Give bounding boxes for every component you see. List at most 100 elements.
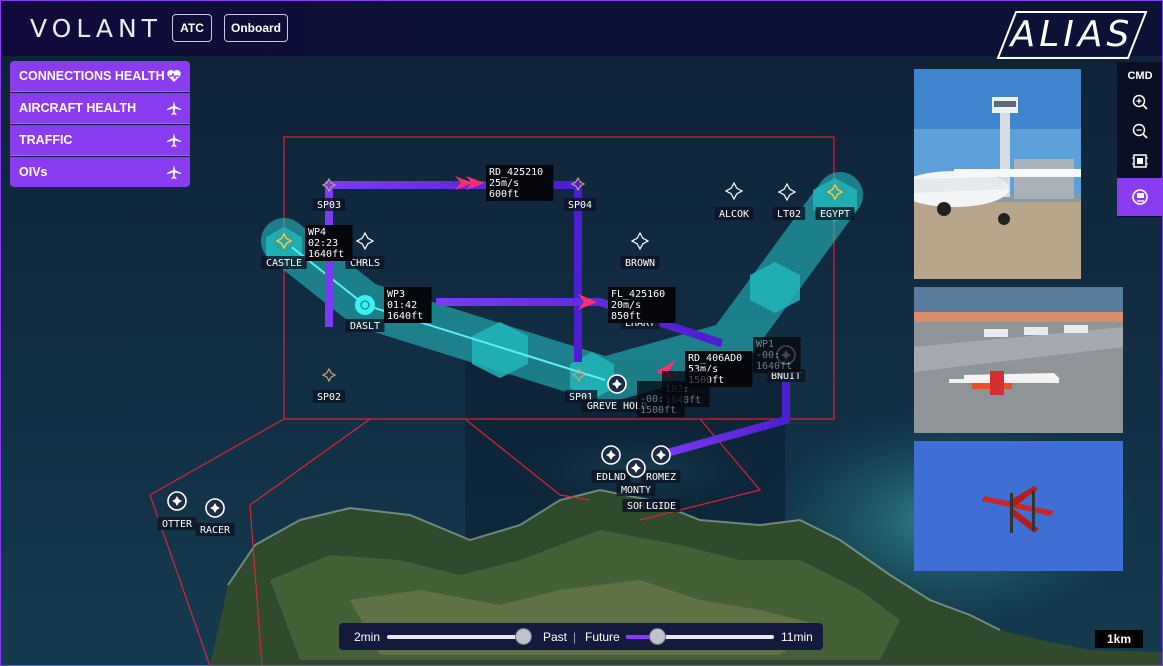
top-bar: VOLANT ATC Onboard ALIAS (0, 0, 1163, 59)
past-duration: 2min (354, 630, 381, 644)
waypoint-daslt[interactable]: DASLT (345, 295, 385, 332)
info-tag-line: 1500ft (640, 405, 676, 416)
info-tag-line: WP3 (387, 289, 405, 300)
menu-item-label: AIRCRAFT HEALTH (19, 101, 137, 115)
waypoint-label: CASTLE (266, 258, 302, 269)
label-layer: KRD_42521025m/s600ftFL_42516020m/s850ftR… (305, 165, 801, 417)
camera-feed-aircraft-parked[interactable] (914, 69, 1081, 279)
waypoint-monty[interactable]: MONTY (616, 458, 656, 496)
waypoint-label-bg (641, 499, 681, 512)
waypoint-greve-hold[interactable]: GREVE HOLD (581, 374, 653, 412)
waypoint-star-icon (570, 176, 586, 192)
aircraft-parked-image (914, 69, 1081, 279)
waypoint-label-bg (261, 256, 307, 269)
future-track-fill (626, 635, 656, 639)
future-slider-handle[interactable] (649, 628, 666, 645)
waypoint-lgide[interactable]: LGIDE (641, 499, 681, 512)
waypoint-racer[interactable]: RACER (195, 498, 235, 536)
waypoint-edlnd[interactable]: EDLND (591, 445, 631, 483)
info-tag-line: RD_406AD0 (688, 353, 742, 364)
waypoint-label: ALCOK (719, 209, 749, 220)
waypoint-sp03[interactable]: SP03 (312, 177, 346, 211)
alias-logo-frame (996, 11, 1148, 59)
future-label: Future (585, 630, 620, 644)
aircraft-flight-image (914, 441, 1123, 571)
info-tag-bg (305, 225, 353, 261)
info-tag-wpx[interactable]: -00:1500ft (637, 381, 685, 417)
waypoint-star-icon (210, 503, 220, 513)
waypoint-label-bg (641, 470, 681, 483)
waypoint-label: EGYPT (820, 209, 850, 220)
aircraft-marker[interactable] (455, 176, 484, 190)
waypoint-label: BNUIT (771, 371, 801, 382)
zoom-in-button[interactable] (1122, 89, 1158, 117)
waypoint-otter[interactable]: OTTER (157, 491, 197, 530)
info-tag-line: 02:23 (308, 238, 338, 249)
camera-feed-aircraft-runway[interactable] (914, 287, 1123, 433)
waypoint-label: EDLND (596, 472, 626, 483)
menu-item-label: CONNECTIONS HEALTH (19, 69, 165, 83)
layers-icon (1132, 189, 1148, 205)
camera-feed-aircraft-flight[interactable] (914, 441, 1123, 571)
waypoint-chrls[interactable]: CHRLS (345, 231, 385, 269)
airplane-icon (167, 165, 181, 179)
waypoint-label-bg (312, 198, 346, 211)
menu-item-oivs[interactable]: OIVs (10, 157, 190, 187)
alias-logo: ALIAS (996, 10, 1148, 60)
info-tag-line: WP4 (308, 227, 326, 238)
waypoint-label-bg (620, 256, 660, 269)
waypoint-sp02[interactable]: SP02 (312, 367, 346, 403)
airplane-icon (167, 133, 181, 147)
waypoint-label-bg (345, 256, 385, 269)
waypoint-star-icon (631, 463, 641, 473)
info-tag-line: 850ft (611, 311, 641, 322)
menu-item-label: OIVs (19, 165, 48, 179)
waypoint-label-bg (345, 319, 385, 332)
airplane-icon (167, 101, 181, 115)
atc-button[interactable]: ATC (172, 14, 212, 42)
waypoint-label-bg (195, 523, 235, 536)
zoom-out-button[interactable] (1122, 118, 1158, 146)
info-tag-bg (608, 287, 676, 323)
future-track[interactable] (626, 635, 774, 639)
zoom-out-icon (1132, 123, 1148, 139)
waypoint-label: DASLT (350, 321, 380, 332)
info-tag-line: 600ft (489, 189, 519, 200)
layers-button[interactable] (1117, 178, 1163, 216)
onboard-button[interactable]: Onboard (224, 14, 288, 42)
waypoint-alcok[interactable]: ALCOK (714, 181, 754, 220)
alias-logo-text: ALIAS (1010, 14, 1134, 55)
waypoint-brown[interactable]: BROWN (620, 231, 660, 269)
aircraft-runway-image (914, 287, 1123, 433)
waypoint-label: GREVE HOLD (587, 401, 647, 412)
waypoint-egypt[interactable]: EGYPT (815, 182, 855, 220)
waypoint-label-bg (772, 207, 806, 220)
waypoint-label: LT02 (777, 209, 801, 220)
waypoint-castle[interactable]: CASTLE (261, 231, 307, 269)
waypoint-label-bg (714, 207, 754, 220)
waypoint-label-bg (563, 198, 597, 211)
waypoint-label: MONTY (621, 485, 651, 496)
cmd-label: CMD (1127, 70, 1153, 82)
waypoint-lt02[interactable]: LT02 (772, 182, 806, 220)
waypoint-sp04[interactable]: SP04 (563, 176, 597, 211)
info-tag-bg (753, 337, 801, 373)
menu-item-traffic[interactable]: TRAFFIC (10, 125, 190, 156)
chip-button[interactable] (1122, 148, 1158, 176)
past-track[interactable] (387, 635, 525, 639)
timeline-bar: 2min Past | Future 11min (339, 623, 823, 650)
info-tag-wp1[interactable]: WP1-00:1640ft (753, 337, 801, 373)
info-tag-line: 25m/s (489, 178, 519, 189)
aircraft-marker[interactable] (578, 294, 597, 310)
menu-item-label: TRAFFIC (19, 133, 73, 147)
menu-item-aircraft-health[interactable]: AIRCRAFT HEALTH (10, 93, 190, 124)
waypoint-romez[interactable]: ROMEZ (641, 445, 681, 483)
airspace-boundary (149, 136, 835, 666)
menu-item-connections-health[interactable]: CONNECTIONS HEALTH (10, 61, 190, 92)
past-slider-handle[interactable] (515, 628, 532, 645)
waypoint-star-icon (275, 232, 293, 250)
